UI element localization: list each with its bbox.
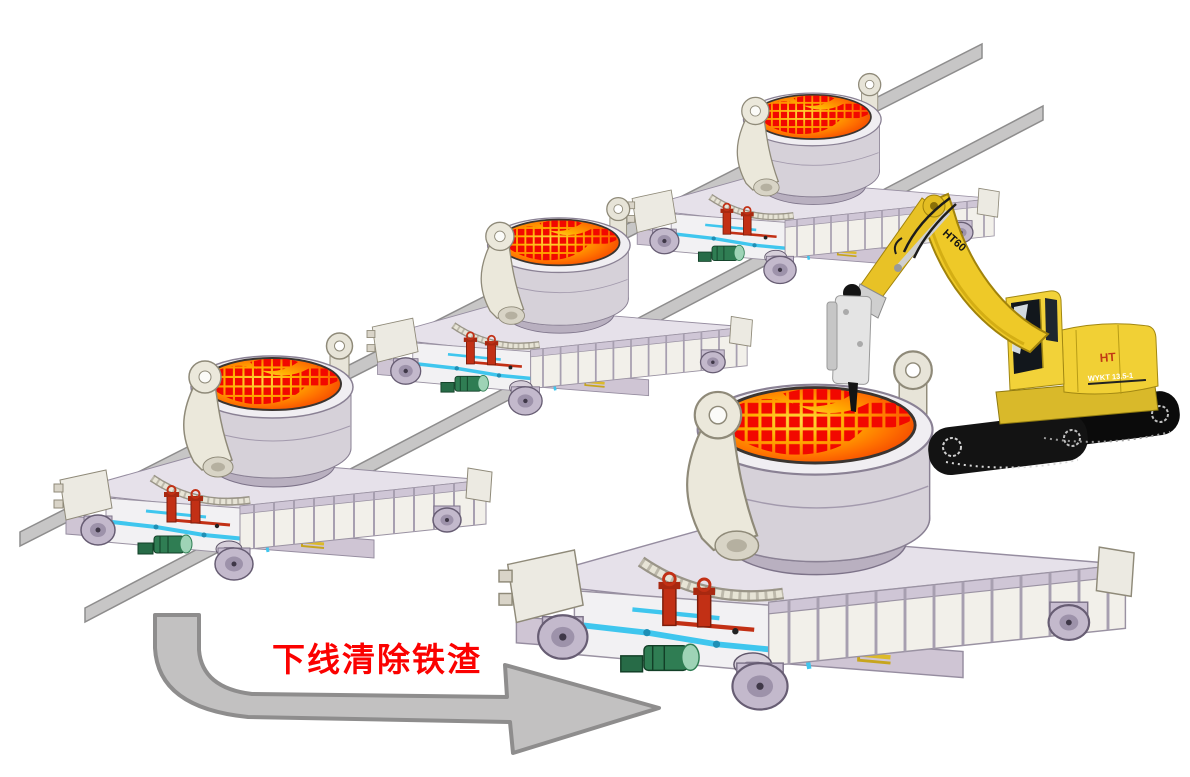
- breaker-chisel: [848, 382, 858, 412]
- excavator-engine-hood: [1061, 323, 1159, 395]
- hydraulic-hoses: [893, 196, 957, 259]
- process-caption: 下线清除铁渣: [272, 641, 482, 678]
- offline-flow-arrow: [153, 613, 661, 755]
- hydraulic-breaker-icon: [826, 283, 887, 412]
- excavator: HT60 HT WYKT 13.5-1: [826, 192, 1180, 476]
- cab-side-window: [1045, 298, 1058, 342]
- excavator-model-label: WYKT 13.5-1: [1088, 371, 1134, 383]
- excavator-logo-label: HT: [1099, 350, 1117, 365]
